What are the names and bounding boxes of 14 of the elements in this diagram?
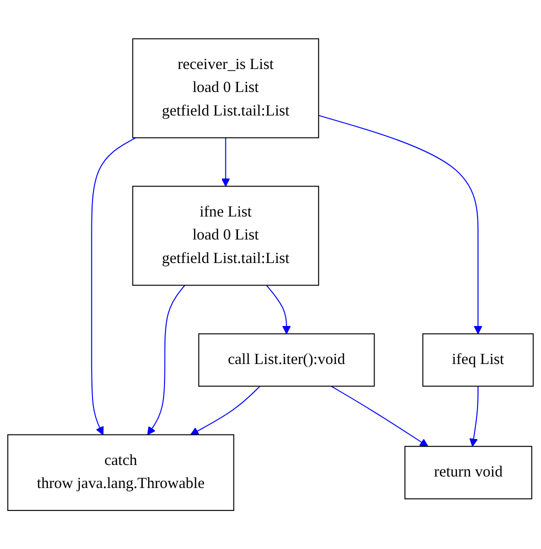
node-box: ifeq List xyxy=(422,333,534,387)
node-box: ifne List load 0 List getfield List.tail:List xyxy=(132,186,320,286)
arrow xyxy=(91,137,136,436)
node-box: return void xyxy=(404,446,532,500)
node-box: receiver_is List load 0 List getfield List.tail:List xyxy=(132,38,320,138)
arrow xyxy=(266,284,291,334)
arrow xyxy=(330,386,428,447)
arrow xyxy=(221,137,230,187)
node-box: call List.iter():void xyxy=(198,333,375,387)
arrow xyxy=(318,114,482,334)
arrow xyxy=(190,386,260,436)
arrow xyxy=(469,386,478,447)
node-box: catch throw java.lang.Throwable xyxy=(7,434,234,511)
arrow xyxy=(147,284,186,436)
